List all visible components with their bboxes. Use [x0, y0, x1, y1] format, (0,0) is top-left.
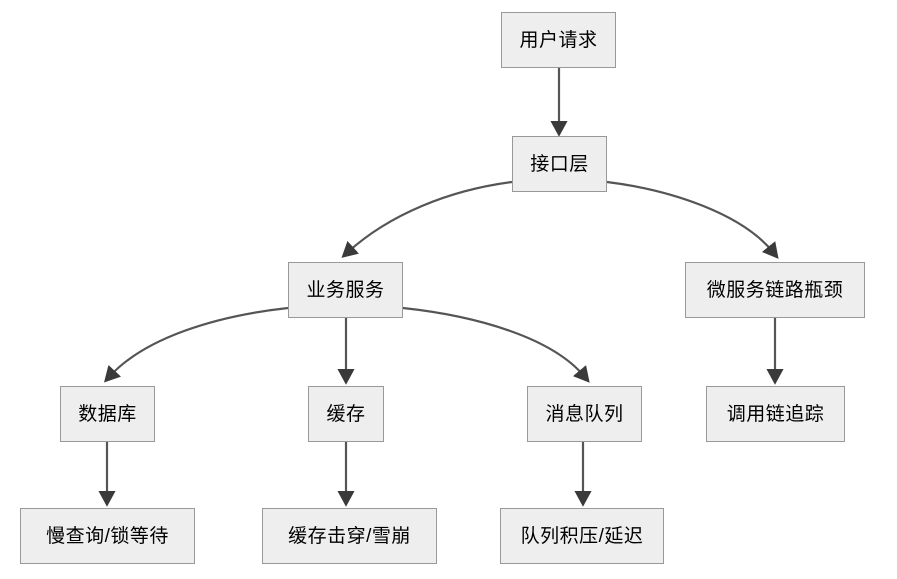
- node-api-layer[interactable]: 接口层: [512, 136, 607, 192]
- node-label: 调用链追踪: [726, 403, 825, 425]
- node-label: 队列积压/延迟: [520, 525, 644, 547]
- node-label: 业务服务: [306, 279, 385, 301]
- edge-api-layer-to-micro-bottleneck: [606, 180, 779, 259]
- node-business-service[interactable]: 业务服务: [288, 262, 403, 318]
- node-label: 用户请求: [519, 29, 598, 51]
- node-cache-failure[interactable]: 缓存击穿/雪崩: [262, 508, 437, 564]
- edge-business-service-to-message-queue: [402, 306, 590, 383]
- node-label: 数据库: [78, 403, 137, 425]
- node-label: 消息队列: [545, 403, 624, 425]
- node-queue-backlog[interactable]: 队列积压/延迟: [500, 508, 664, 564]
- node-trace[interactable]: 调用链追踪: [706, 386, 845, 442]
- node-label: 缓存击穿/雪崩: [288, 525, 411, 547]
- node-user-request[interactable]: 用户请求: [501, 12, 616, 68]
- node-database[interactable]: 数据库: [60, 386, 155, 442]
- node-cache[interactable]: 缓存: [308, 386, 384, 442]
- node-slow-query[interactable]: 慢查询/锁等待: [20, 508, 195, 564]
- node-micro-bottleneck[interactable]: 微服务链路瓶颈: [685, 262, 865, 318]
- edge-api-layer-to-business-service: [341, 180, 513, 258]
- edge-business-service-to-database: [104, 306, 289, 383]
- node-label: 缓存: [326, 403, 366, 425]
- node-label: 接口层: [530, 153, 589, 175]
- node-label: 慢查询/锁等待: [46, 525, 169, 547]
- node-message-queue[interactable]: 消息队列: [527, 386, 642, 442]
- node-label: 微服务链路瓶颈: [706, 279, 844, 301]
